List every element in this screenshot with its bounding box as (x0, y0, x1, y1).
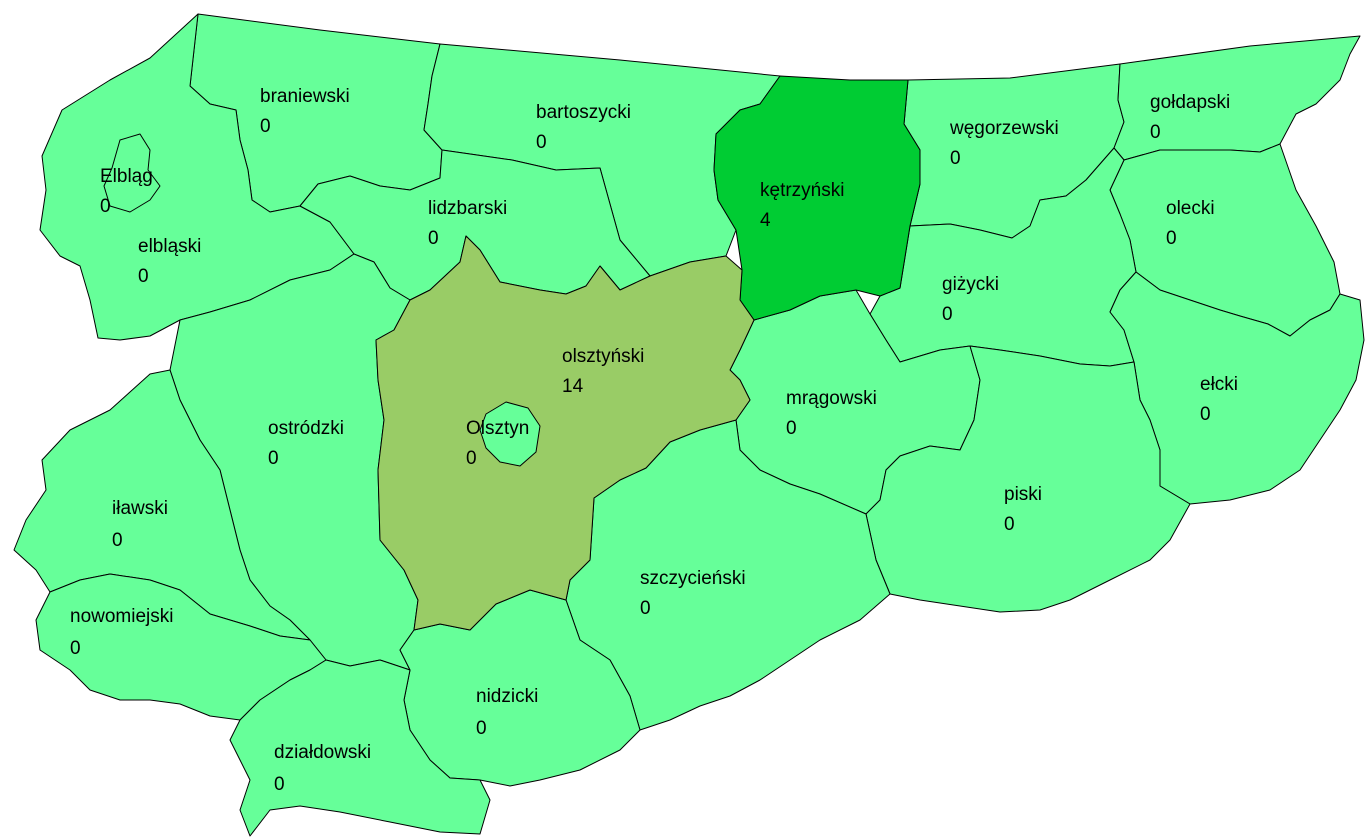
label-elblag-value: 0 (100, 196, 111, 217)
label-mragowski-value: 0 (786, 418, 797, 439)
label-nidzicki-name: nidzicki (476, 686, 538, 707)
label-braniewski-name: braniewski (260, 86, 350, 107)
label-piski-name: piski (1004, 484, 1042, 505)
label-bartoszycki-value: 0 (536, 132, 547, 153)
label-elblag-name: Elbląg (100, 166, 153, 187)
label-olsztyn-name: Olsztyn (466, 418, 529, 439)
region-dzialdowski[interactable] (229, 659, 491, 837)
label-olsztynski-name: olsztyński (562, 346, 644, 367)
label-ilawski-name: iławski (112, 498, 168, 519)
label-goldapski-value: 0 (1150, 122, 1161, 143)
label-szczycienski-value: 0 (640, 598, 651, 619)
label-bartoszycki-name: bartoszycki (536, 102, 631, 123)
label-braniewski-value: 0 (260, 116, 271, 137)
label-ketrzynski-name: kętrzyński (760, 180, 844, 201)
label-nidzicki-value: 0 (476, 718, 487, 739)
label-ostrodzki-value: 0 (268, 448, 279, 469)
label-dzialdowski-name: działdowski (274, 742, 371, 763)
label-ketrzynski-value: 4 (760, 210, 771, 231)
label-nowomiejski-name: nowomiejski (70, 606, 173, 627)
label-ostrodzki-name: ostródzki (268, 418, 344, 439)
label-wegorzewski-name: węgorzewski (949, 118, 1059, 139)
label-elcki-name: ełcki (1200, 374, 1238, 395)
regions-layer (13, 13, 1365, 837)
label-elcki-value: 0 (1200, 404, 1211, 425)
label-olecki-name: olecki (1166, 198, 1215, 219)
label-szczycienski-name: szczycieński (640, 568, 746, 589)
label-olsztyn-value: 0 (466, 448, 477, 469)
region-olsztyn[interactable] (479, 401, 541, 467)
label-ilawski-value: 0 (112, 530, 123, 551)
region-piski[interactable] (865, 345, 1191, 613)
label-piski-value: 0 (1004, 514, 1015, 535)
region-olsztynski[interactable] (375, 235, 755, 631)
label-gizycki-value: 0 (942, 304, 953, 325)
label-elblaski-name: elbląski (138, 236, 201, 257)
label-lidzbarski-name: lidzbarski (428, 198, 507, 219)
label-olecki-value: 0 (1166, 228, 1177, 249)
label-gizycki-name: giżycki (942, 274, 999, 295)
label-wegorzewski-value: 0 (950, 148, 961, 169)
label-elblaski-value: 0 (138, 266, 149, 287)
label-nowomiejski-value: 0 (70, 638, 81, 659)
label-goldapski-name: gołdapski (1150, 92, 1230, 113)
label-olsztynski-value: 14 (562, 376, 584, 397)
label-lidzbarski-value: 0 (428, 228, 439, 249)
label-dzialdowski-value: 0 (274, 774, 285, 795)
region-elblag[interactable] (103, 133, 161, 213)
region-ketrzynski[interactable] (713, 75, 921, 321)
labels-layer: braniewski 0 bartoszycki 0 kętrzyński 4 … (70, 86, 1238, 795)
label-mragowski-name: mrągowski (786, 388, 877, 409)
